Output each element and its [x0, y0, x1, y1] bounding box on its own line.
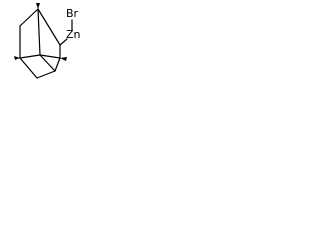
c7-c10-bond: [19, 57, 38, 79]
adamantyl-zinc-bromide-structure: Br Zn: [14, 3, 81, 79]
c9-c4-bond: [39, 54, 56, 72]
zn-c2-bond: [59, 38, 68, 46]
zinc-atom-label: Zn: [66, 28, 81, 41]
c1-c2-bond: [37, 8, 61, 46]
c10-c4-bond: [36, 70, 56, 79]
c1-hydrogen-wedge: [36, 3, 40, 9]
c7-hydrogen-wedge: [14, 56, 20, 60]
c4-c3-bond: [54, 57, 61, 72]
molecule-diagram: Br Zn: [0, 0, 90, 93]
bromine-atom-label: Br: [66, 7, 79, 20]
c1-c9-bond: [37, 8, 41, 56]
c6-c5-bond: [39, 54, 61, 59]
c8-c1-bond: [19, 8, 39, 27]
c7-c6-bond: [19, 54, 41, 59]
c3-hydrogen-wedge: [60, 57, 67, 61]
